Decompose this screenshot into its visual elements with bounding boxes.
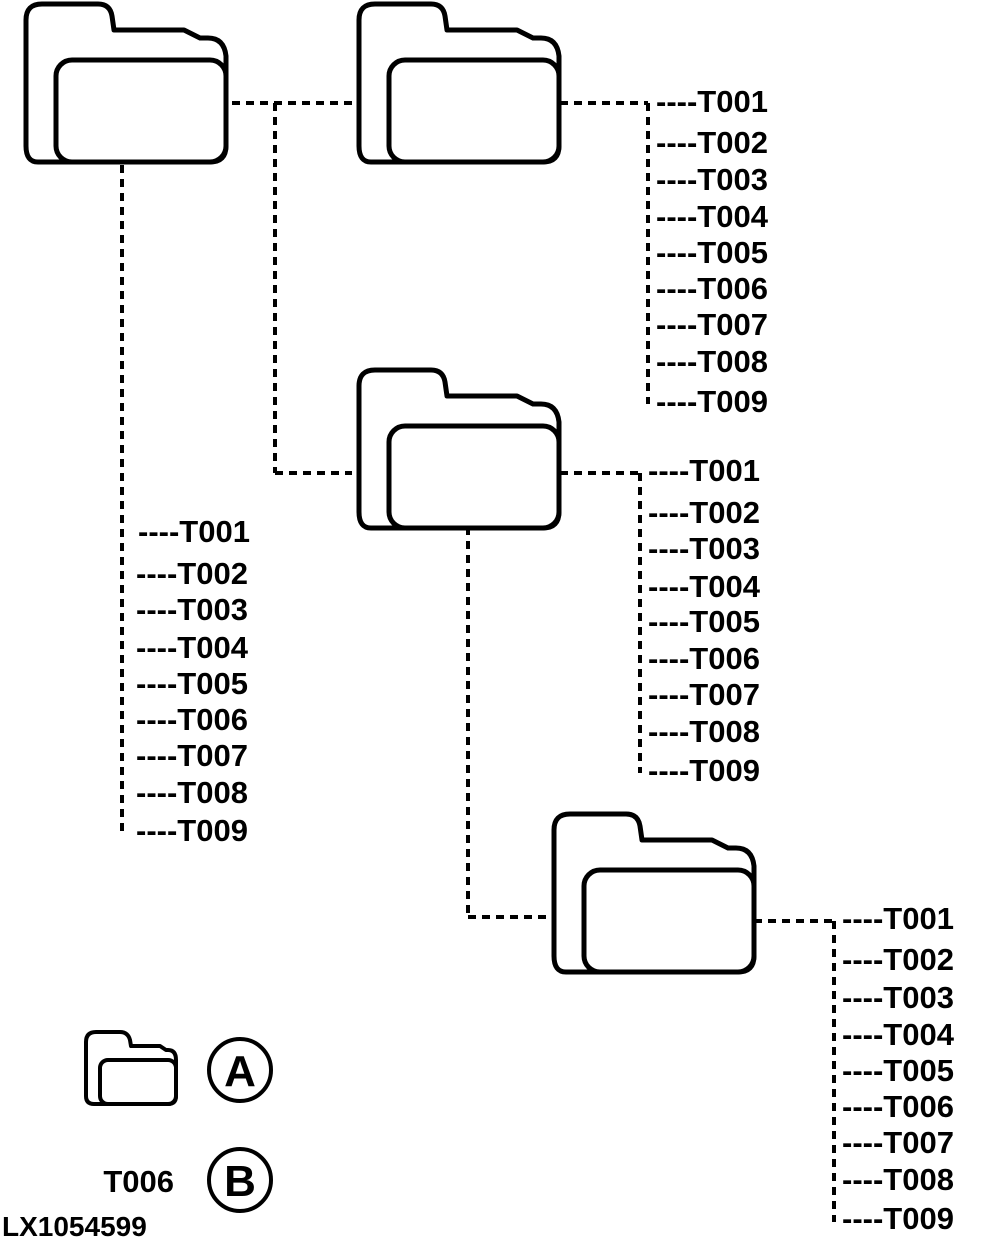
file-label: ----T006	[136, 702, 248, 737]
folder-icon	[23, 1, 229, 165]
folder4-file-list: ----T001 ----T002 ----T003 ----T004 ----…	[842, 901, 955, 1236]
file-label: ----T009	[842, 1201, 954, 1236]
file-label: ----T005	[842, 1053, 954, 1088]
folder-icon	[551, 811, 757, 975]
file-label: ----T008	[136, 775, 248, 810]
folder2-file-list: ----T001 ----T002 ----T003 ----T004 ----…	[656, 84, 769, 419]
figure-code: LX1054599	[2, 1211, 147, 1240]
file-label: ----T004	[842, 1017, 955, 1052]
legend-b-label: B	[224, 1157, 256, 1206]
legend-b-example: T006	[103, 1164, 174, 1199]
legend-folder-icon	[84, 1030, 178, 1106]
file-label: ----T007	[136, 738, 248, 773]
file-label: ----T008	[842, 1162, 954, 1197]
file-label: ----T002	[656, 125, 768, 160]
file-label: ----T001	[138, 514, 250, 549]
file-label: ----T006	[648, 641, 760, 676]
file-label: ----T005	[656, 235, 768, 270]
file-label: ----T002	[136, 556, 248, 591]
file-label: ----T009	[136, 813, 248, 848]
legend-b-circle	[207, 1147, 273, 1213]
file-label: ----T003	[648, 531, 760, 566]
file-label: ----T003	[656, 162, 768, 197]
file-label: ----T001	[656, 84, 768, 119]
file-label: ----T003	[842, 980, 954, 1015]
file-label: ----T007	[648, 677, 760, 712]
root-file-list: ----T001 ----T002 ----T003 ----T004 ----…	[136, 514, 250, 848]
file-label: ----T004	[656, 199, 769, 234]
file-label: ----T002	[842, 942, 954, 977]
folder3-file-list: ----T001 ----T002 ----T003 ----T004 ----…	[648, 453, 761, 788]
connectors	[120, 101, 836, 1222]
legend-a-label: A	[224, 1047, 256, 1096]
file-label: ----T006	[656, 271, 768, 306]
legend-a: A	[84, 1030, 273, 1106]
legend-a-circle	[207, 1037, 273, 1103]
file-label: ----T005	[136, 666, 248, 701]
file-label: ----T005	[648, 604, 760, 639]
file-label: ----T009	[648, 753, 760, 788]
file-label: ----T007	[656, 307, 768, 342]
file-label: ----T003	[136, 592, 248, 627]
file-label: ----T001	[842, 901, 954, 936]
file-label: ----T009	[656, 384, 768, 419]
file-label: ----T008	[656, 344, 768, 379]
file-label: ----T001	[648, 453, 760, 488]
folder-icon	[356, 367, 562, 531]
folder-icon	[356, 1, 562, 165]
file-label: ----T002	[648, 495, 760, 530]
file-label: ----T004	[648, 569, 761, 604]
file-label: ----T006	[842, 1089, 954, 1124]
file-label: ----T004	[136, 630, 249, 665]
file-label: ----T008	[648, 714, 760, 749]
legend-b: T006 B	[103, 1147, 273, 1213]
file-label: ----T007	[842, 1125, 954, 1160]
